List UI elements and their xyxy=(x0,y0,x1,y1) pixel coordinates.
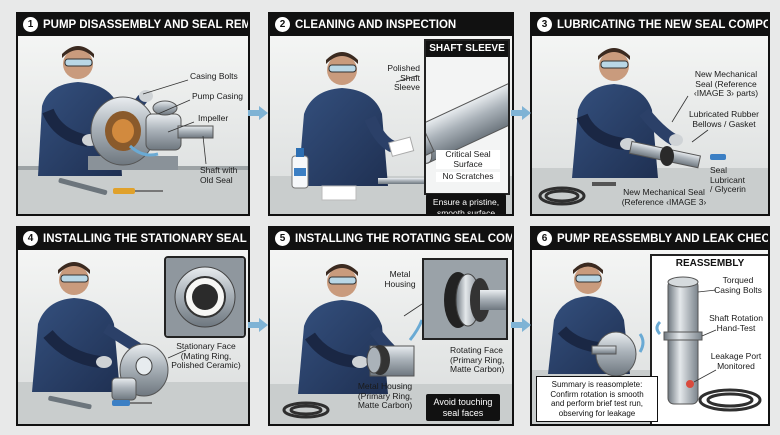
step-number: 2 xyxy=(275,17,290,32)
technician-icon xyxy=(298,264,400,394)
technician-icon xyxy=(32,262,147,392)
label-stationary-face: Stationary Face (Mating Ring, Polished C… xyxy=(171,341,241,370)
lubricating-illustration xyxy=(532,36,768,214)
label-no-scratches: No Scratches xyxy=(436,171,500,182)
step-panel-2: 2 CLEANING AND INSPECTION SHAFT SLEEVE xyxy=(268,12,514,216)
stationary-face-illustration xyxy=(18,250,248,424)
label-lubricated-bellows: Lubricated Rubber Bellows / Gasket xyxy=(689,109,759,129)
pump-icon xyxy=(111,343,169,401)
shaft-sleeve-inset: SHAFT SLEEVE xyxy=(424,39,510,195)
step-number: 5 xyxy=(275,231,290,246)
step-title: LUBRICATING THE NEW SEAL COMPONENT xyxy=(557,19,768,31)
label-polished-sleeve: Polished Shaft Sleeve xyxy=(387,63,420,92)
step-header-1: 1 PUMP DISASSEMBLY AND SEAL REMOVAL xyxy=(18,14,248,36)
pump-icon xyxy=(366,345,415,377)
stationary-face-inset xyxy=(164,256,246,338)
rotating-seal-inset xyxy=(422,258,508,340)
hose-icon xyxy=(538,186,586,206)
completed-pump-illustration xyxy=(652,272,768,424)
label-pump-casing: Pump Casing xyxy=(192,91,244,101)
step-header-5: 5 INSTALLING THE ROTATING SEAL COMPONENT xyxy=(270,228,512,250)
hose-icon xyxy=(282,401,330,419)
screwdriver-icon xyxy=(112,400,152,406)
right-arrow-icon xyxy=(248,318,268,332)
label-metal-housing-bottom: Metal Housing (Primary Ring, Matte Carbo… xyxy=(357,381,413,410)
seal-ring-icon xyxy=(628,140,702,169)
step-panel-4: 4 INSTALLING THE STATIONARY SEAL FACE xyxy=(16,226,250,426)
wrench-icon xyxy=(48,395,92,410)
label-leakage-port: Leakage Port Monitored xyxy=(710,351,762,371)
step-panel-6: 6 PUMP REASSEMBLY AND LEAK CHECK REASSEMB… xyxy=(530,226,770,426)
callout-summary: Summary is reasomplete: Confirm rotation… xyxy=(536,376,658,422)
label-critical-surface: Critical Seal Surface xyxy=(436,149,500,169)
inset-title: SHAFT SLEEVE xyxy=(426,41,508,57)
step-number: 1 xyxy=(23,17,38,32)
step-header-4: 4 INSTALLING THE STATIONARY SEAL FACE xyxy=(18,228,248,250)
step-header-2: 2 CLEANING AND INSPECTION xyxy=(270,14,512,36)
label-metal-housing: Metal Housing xyxy=(384,269,416,289)
label-impeller: Impeller xyxy=(198,113,229,123)
step-title: CLEANING AND INSPECTION xyxy=(295,19,457,31)
step-header-6: 6 PUMP REASSEMBLY AND LEAK CHECK xyxy=(532,228,768,250)
callout-pristine-surface: Ensure a pristine, smooth surface xyxy=(426,194,506,214)
wrench-icon xyxy=(58,178,108,195)
label-casing-bolts: Casing Bolts xyxy=(190,71,238,81)
bottle-icon xyxy=(291,148,309,189)
step-title: PUMP DISASSEMBLY AND SEAL REMOVAL xyxy=(43,19,248,31)
right-arrow-icon xyxy=(511,106,531,120)
reassembly-complete-inset: REASSEMBLY COMPLETE xyxy=(650,254,768,424)
technician-icon xyxy=(298,52,415,186)
shaft-sleeve-illustration xyxy=(426,57,508,193)
inset-title: REASSEMBLY COMPLETE xyxy=(652,256,768,285)
label-torqued-bolts: Torqued Casing Bolts xyxy=(714,275,762,295)
seal-ring-icon xyxy=(166,258,244,336)
pump-icon xyxy=(591,331,637,377)
disassembly-illustration xyxy=(18,36,248,214)
label-shaft-rotation: Shaft Rotation Hand-Test xyxy=(709,313,763,333)
label-new-seal-reference: New Mechanical Seal (Reference ‹IMAGE 3›… xyxy=(693,69,759,98)
right-arrow-icon xyxy=(248,106,268,120)
label-seal-lubricant: Seal Lubricant / Glycerin xyxy=(710,165,746,194)
right-arrow-icon xyxy=(511,318,531,332)
seal-ring-icon xyxy=(424,260,506,338)
label-new-seal-bottom: New Mechanical Seal (Reference ‹IMAGE 3› xyxy=(621,187,707,207)
step-title: INSTALLING THE ROTATING SEAL COMPONENT xyxy=(295,233,512,245)
step-number: 4 xyxy=(23,231,38,246)
step-panel-3: 3 LUBRICATING THE NEW SEAL COMPONENT New … xyxy=(530,12,770,216)
pump-icon xyxy=(88,96,214,170)
callout-avoid-touching: Avoid touching seal faces xyxy=(426,394,500,421)
step-panel-5: 5 INSTALLING THE ROTATING SEAL COMPONENT xyxy=(268,226,514,426)
step-number: 6 xyxy=(537,231,552,246)
label-shaft-old-seal: Shaft with Old Seal xyxy=(200,165,238,185)
step-panel-1: 1 PUMP DISASSEMBLY AND SEAL REMOVAL xyxy=(16,12,250,216)
step-title: PUMP REASSEMBLY AND LEAK CHECK xyxy=(557,233,768,245)
step-header-3: 3 LUBRICATING THE NEW SEAL COMPONENT xyxy=(532,14,768,36)
step-number: 3 xyxy=(537,17,552,32)
screwdriver-icon xyxy=(113,188,163,194)
hose-icon xyxy=(698,388,762,412)
step-title: INSTALLING THE STATIONARY SEAL FACE xyxy=(43,233,248,245)
label-rotating-face: Rotating Face (Primary Ring, Matte Carbo… xyxy=(450,345,505,374)
